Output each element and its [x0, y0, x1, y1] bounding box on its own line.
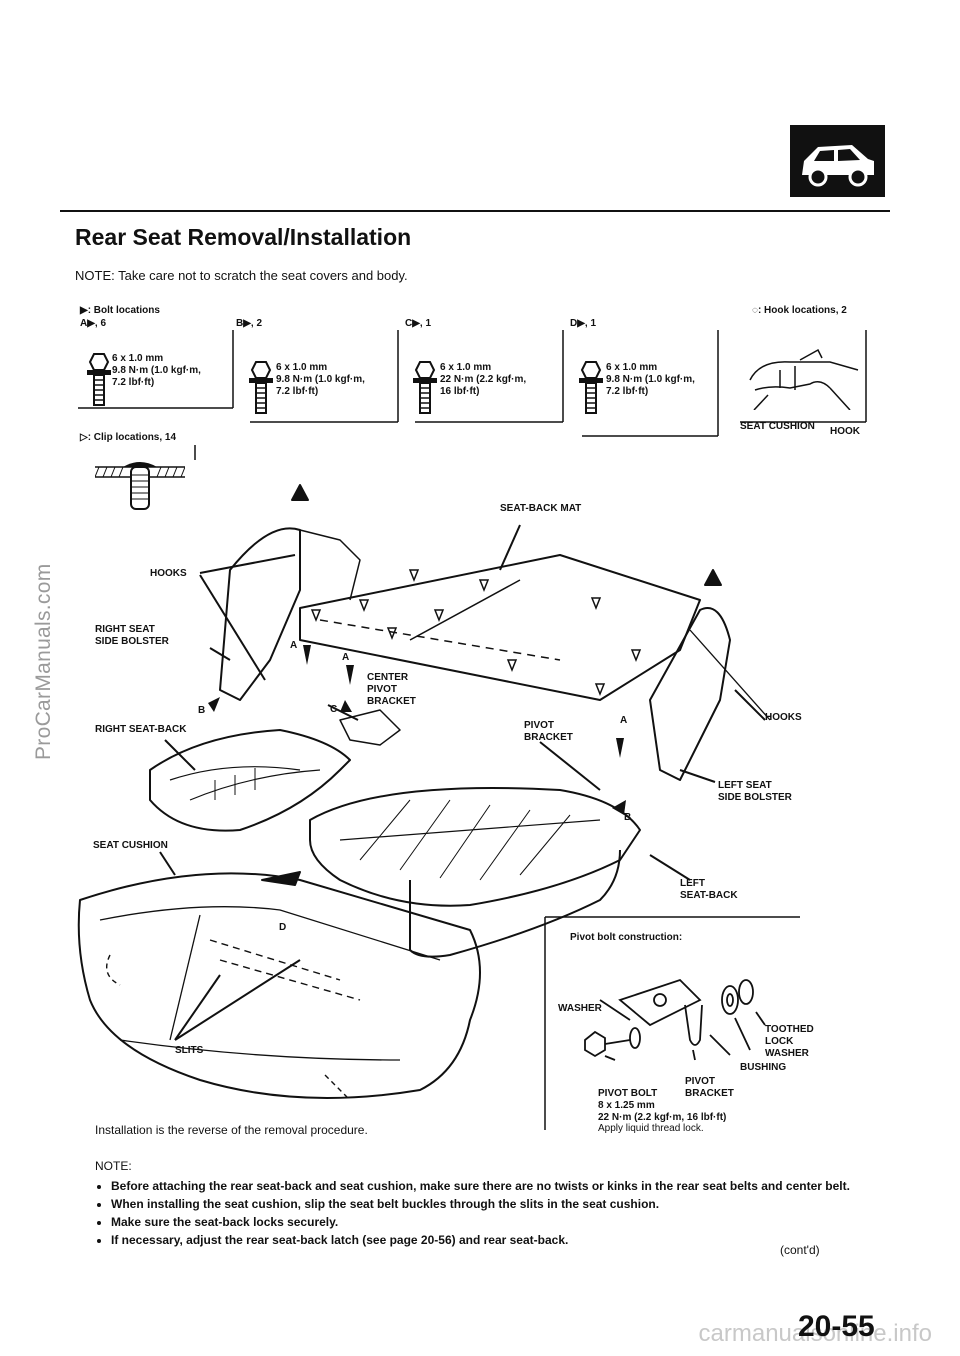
- bolt-box-lines: [78, 330, 867, 460]
- label-right-seat-back: RIGHT SEAT-BACK: [95, 724, 187, 735]
- pivot-detail-toothed-1: TOOTHED: [765, 1024, 814, 1035]
- label-center-pivot-3: BRACKET: [367, 696, 416, 707]
- bolt-b-size: 6 x 1.0 mm: [276, 362, 328, 373]
- label-center-pivot-1: CENTER: [367, 672, 409, 683]
- bolt-b-torque1: 9.8 N·m (1.0 kgf·m,: [276, 374, 365, 385]
- label-hooks-right: HOOKS: [765, 712, 802, 723]
- continued-label: (cont'd): [780, 1243, 820, 1257]
- label-pivot-bracket-2: BRACKET: [524, 732, 573, 743]
- bolt-a-torque2: 7.2 lbf·ft): [112, 377, 155, 388]
- notes-list: Before attaching the rear seat-back and …: [95, 1179, 855, 1248]
- letter-a-3: A: [620, 715, 628, 726]
- bolt-a-icon: [87, 353, 111, 406]
- label-left-seat-back-1: LEFT: [680, 878, 705, 889]
- bolt-a-torque1: 9.8 N·m (1.0 kgf·m,: [112, 365, 201, 376]
- label-hooks-left: HOOKS: [150, 568, 187, 579]
- page-number: 20-55: [798, 1310, 875, 1343]
- notes-section: NOTE: Before attaching the rear seat-bac…: [95, 1145, 855, 1251]
- pivot-detail-heading: Pivot bolt construction:: [570, 932, 683, 943]
- letter-b-2: B: [624, 812, 632, 823]
- pivot-bolt-illustration: [584, 978, 766, 1061]
- bolt-d-torque2: 7.2 lbf·ft): [606, 386, 649, 397]
- pivot-detail-toothed-3: WASHER: [765, 1048, 809, 1059]
- top-note: NOTE: Take care not to scratch the seat …: [75, 268, 408, 283]
- letter-d: D: [279, 922, 287, 933]
- label-slits: SLITS: [175, 1045, 204, 1056]
- pivot-detail-bolt-size: 8 x 1.25 mm: [598, 1100, 655, 1111]
- letter-c: C: [330, 704, 338, 715]
- header-rule: [60, 210, 890, 212]
- note-item: When installing the seat cushion, slip t…: [111, 1197, 855, 1212]
- note-item: If necessary, adjust the rear seat-back …: [111, 1233, 855, 1248]
- bolt-locations-legend: ▶: Bolt locations: [80, 305, 160, 316]
- pivot-detail-bolt: PIVOT BOLT: [598, 1088, 658, 1099]
- clip-icon: [95, 462, 185, 510]
- pivot-detail-toothed-2: LOCK: [765, 1036, 794, 1047]
- bolt-c-id: C▶, 1: [405, 318, 432, 329]
- letter-b-1: B: [198, 705, 206, 716]
- pivot-detail-washer: WASHER: [558, 1003, 602, 1014]
- bolt-c-torque2: 16 lbf·ft): [440, 386, 480, 397]
- bolt-c-torque1: 22 N·m (2.2 kgf·m,: [440, 374, 527, 385]
- bolt-d-torque1: 9.8 N·m (1.0 kgf·m,: [606, 374, 695, 385]
- bolt-a-size: 6 x 1.0 mm: [112, 353, 164, 364]
- pivot-detail-bushing: BUSHING: [740, 1062, 787, 1073]
- note-item: Make sure the seat-back locks securely.: [111, 1215, 855, 1230]
- label-right-seat-bolster-1: RIGHT SEAT: [95, 624, 155, 635]
- clip-locations-legend: ▷: Clip locations, 14: [80, 432, 177, 443]
- bolt-b-icon: [249, 361, 273, 414]
- label-seat-cushion: SEAT CUSHION: [93, 840, 168, 851]
- label-pivot-bracket-1: PIVOT: [524, 720, 555, 731]
- hook-detail-hook: HOOK: [830, 426, 860, 437]
- letter-a-1: A: [290, 640, 298, 651]
- bolt-c-icon: [413, 361, 437, 414]
- bottom-watermark: carmanualsonline.info: [698, 1320, 932, 1347]
- bolt-a-id: A▶, 6: [80, 318, 107, 329]
- notes-heading: NOTE:: [95, 1159, 132, 1173]
- page-title: Rear Seat Removal/Installation: [75, 224, 412, 250]
- pivot-detail-bracket-2: BRACKET: [685, 1088, 734, 1099]
- pivot-detail-torque: 22 N·m (2.2 kgf·m, 16 lbf·ft): [598, 1112, 727, 1123]
- car-icon: [790, 125, 885, 197]
- note-item: Before attaching the rear seat-back and …: [111, 1179, 855, 1194]
- label-left-seat-bolster-2: SIDE BOLSTER: [718, 792, 792, 803]
- pivot-detail-apply: Apply liquid thread lock.: [598, 1123, 704, 1134]
- seat-exploded-view: [77, 484, 800, 1130]
- bolt-c-size: 6 x 1.0 mm: [440, 362, 492, 373]
- hook-detail-illustration: [749, 348, 859, 410]
- label-right-seat-bolster-2: SIDE BOLSTER: [95, 636, 169, 647]
- bolt-d-id: D▶, 1: [570, 318, 597, 329]
- install-note: Installation is the reverse of the remov…: [95, 1123, 368, 1137]
- label-seat-back-mat: SEAT-BACK MAT: [500, 503, 582, 514]
- pivot-detail-bracket-1: PIVOT: [685, 1076, 716, 1087]
- label-left-seat-back-2: SEAT-BACK: [680, 890, 738, 901]
- bolt-d-size: 6 x 1.0 mm: [606, 362, 658, 373]
- bolt-b-id: B▶, 2: [236, 318, 263, 329]
- hook-locations-legend: ◌: Hook locations, 2: [752, 305, 847, 316]
- letter-a-2: A: [342, 652, 350, 663]
- label-left-seat-bolster-1: LEFT SEAT: [718, 780, 772, 791]
- bolt-d-icon: [579, 361, 603, 414]
- hook-detail-seat-cushion: SEAT CUSHION: [740, 421, 815, 432]
- label-center-pivot-2: PIVOT: [367, 684, 398, 695]
- bolt-b-torque2: 7.2 lbf·ft): [276, 386, 319, 397]
